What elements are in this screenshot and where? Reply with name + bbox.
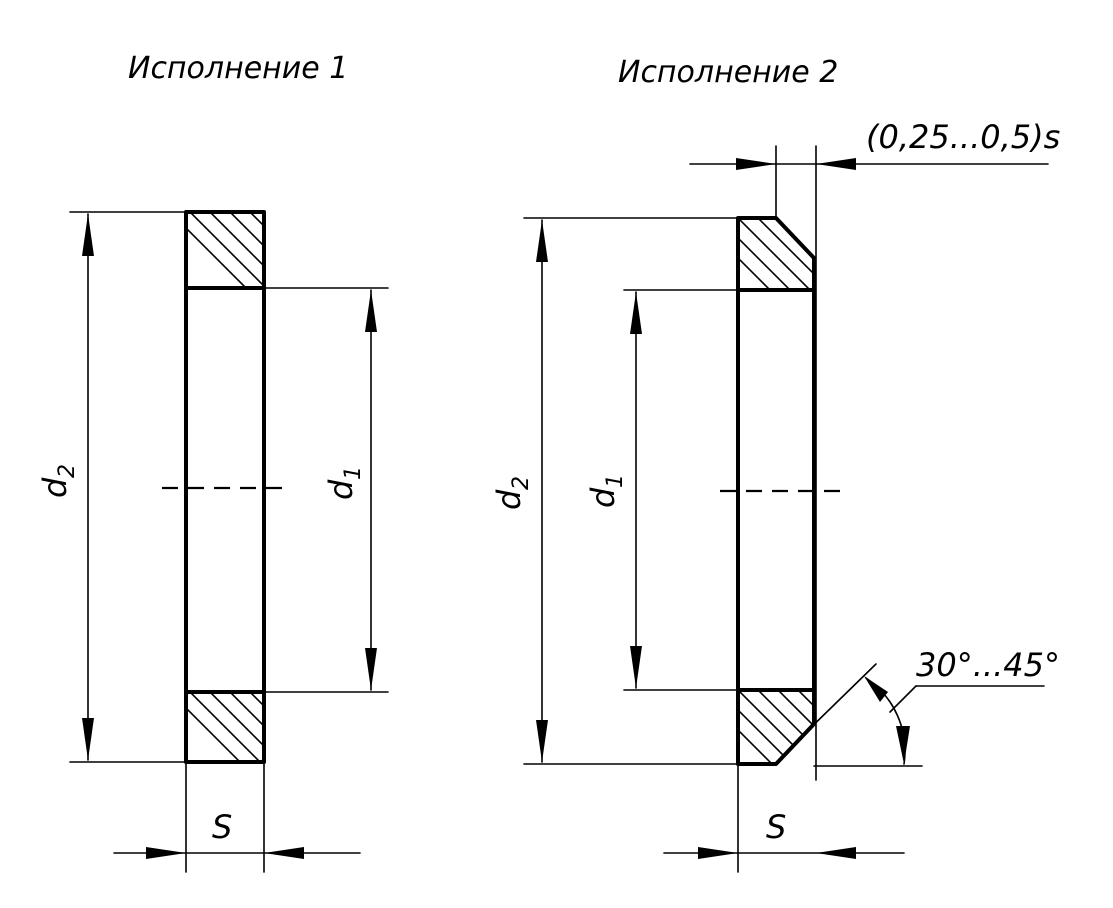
variant-1-d2-arrow-bottom: [82, 718, 94, 760]
svg-text:d: d: [584, 487, 622, 508]
variant-1-d1-arrow-bottom: [365, 648, 377, 690]
variant-1: Исполнение 1 d 2 d 1: [36, 51, 389, 873]
variant-1-s-label: S: [212, 808, 232, 846]
variant-2-angle-arrow-top: [864, 676, 888, 702]
variant-2-angle-extension: [793, 663, 877, 745]
variant-2-title: Исполнение 2: [618, 55, 838, 90]
variant-1-d2-arrow-top: [82, 214, 94, 256]
variant-1-s-arrow-left: [146, 847, 186, 859]
svg-text:2: 2: [509, 476, 534, 490]
variant-2-bottom-hatching: [738, 690, 814, 764]
variant-2-chamfer-width-label: (0,25...0,5)s: [866, 118, 1060, 156]
variant-1-s-arrow-right: [264, 847, 304, 859]
variant-2-angle-label: 30°...45°: [916, 646, 1060, 684]
svg-text:d: d: [490, 489, 528, 510]
variant-2-d2-label: d 2: [490, 476, 534, 510]
variant-2-s-arrow-left: [698, 847, 738, 859]
variant-1-top-hatching: [186, 212, 264, 288]
variant-2-d1-arrow-top: [630, 292, 642, 334]
variant-2-d1-arrow-bottom: [630, 646, 642, 688]
variant-2-angle-arrow-bottom: [896, 726, 910, 764]
svg-text:1: 1: [603, 474, 628, 488]
svg-text:1: 1: [341, 466, 366, 480]
variant-1-bottom-hatching: [186, 692, 264, 762]
variant-2: Исполнение 2 (0,25...0,5)s d 2: [490, 55, 1060, 873]
variant-2-d2-arrow-top: [536, 220, 548, 262]
variant-1-d1-arrow-top: [365, 290, 377, 332]
svg-text:d: d: [322, 479, 360, 500]
variant-2-d1-label: d 1: [584, 474, 628, 508]
variant-1-title: Исполнение 1: [128, 51, 348, 86]
variant-2-angle-leader: [889, 685, 917, 713]
variant-1-d2-label: d 2: [36, 464, 80, 498]
variant-2-chamfer-arrow-left: [736, 158, 776, 170]
svg-text:d: d: [36, 477, 74, 498]
variant-1-d1-label: d 1: [322, 466, 366, 500]
svg-text:2: 2: [55, 464, 80, 478]
variant-2-s-label: S: [766, 808, 786, 846]
variant-1-washer-outline: [184, 210, 266, 764]
variant-2-s-arrow-right: [816, 847, 856, 859]
variant-2-chamfer-arrow-right: [816, 158, 856, 170]
variant-2-d2-arrow-bottom: [536, 720, 548, 762]
